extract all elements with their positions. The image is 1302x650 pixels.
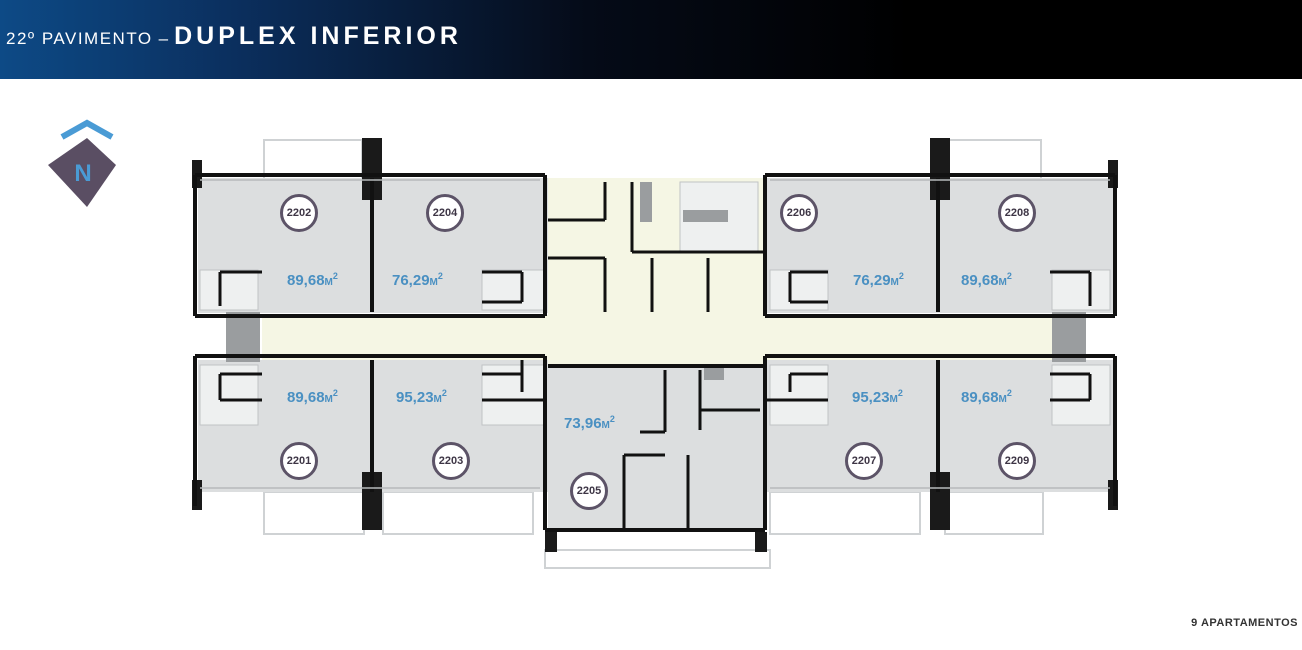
unit-badge-2205[interactable]: 2205 — [570, 472, 608, 510]
unit-area-2209: 89,68M2 — [961, 388, 1012, 406]
unit-badge-2201[interactable]: 2201 — [280, 442, 318, 480]
plan-title: DUPLEX INFERIOR — [174, 22, 462, 50]
north-compass-icon: N — [48, 119, 116, 207]
floor-label: 22º PAVIMENTO — [6, 29, 153, 48]
unit-badge-2203[interactable]: 2203 — [432, 442, 470, 480]
compass-letter: N — [74, 160, 91, 187]
unit-badge-2206[interactable]: 2206 — [780, 194, 818, 232]
title-separator: – — [158, 29, 169, 48]
unit-badge-2202[interactable]: 2202 — [280, 194, 318, 232]
page-title: 22º PAVIMENTO–DUPLEX INFERIOR — [6, 22, 462, 51]
unit-area-2203: 95,23M2 — [396, 388, 447, 406]
unit-area-2205: 73,96M2 — [564, 414, 615, 432]
unit-badge-2204[interactable]: 2204 — [426, 194, 464, 232]
unit-badge-2209[interactable]: 2209 — [998, 442, 1036, 480]
unit-badge-2207[interactable]: 2207 — [845, 442, 883, 480]
unit-area-2204: 76,29M2 — [392, 271, 443, 289]
page-header: 22º PAVIMENTO–DUPLEX INFERIOR — [0, 0, 1302, 79]
unit-area-2202: 89,68M2 — [287, 271, 338, 289]
unit-area-2201: 89,68M2 — [287, 388, 338, 406]
unit-area-2206: 76,29M2 — [853, 271, 904, 289]
unit-badge-2208[interactable]: 2208 — [998, 194, 1036, 232]
unit-area-2207: 95,23M2 — [852, 388, 903, 406]
apartment-count: 9 APARTAMENTOS — [1191, 617, 1298, 629]
unit-area-2208: 89,68M2 — [961, 271, 1012, 289]
